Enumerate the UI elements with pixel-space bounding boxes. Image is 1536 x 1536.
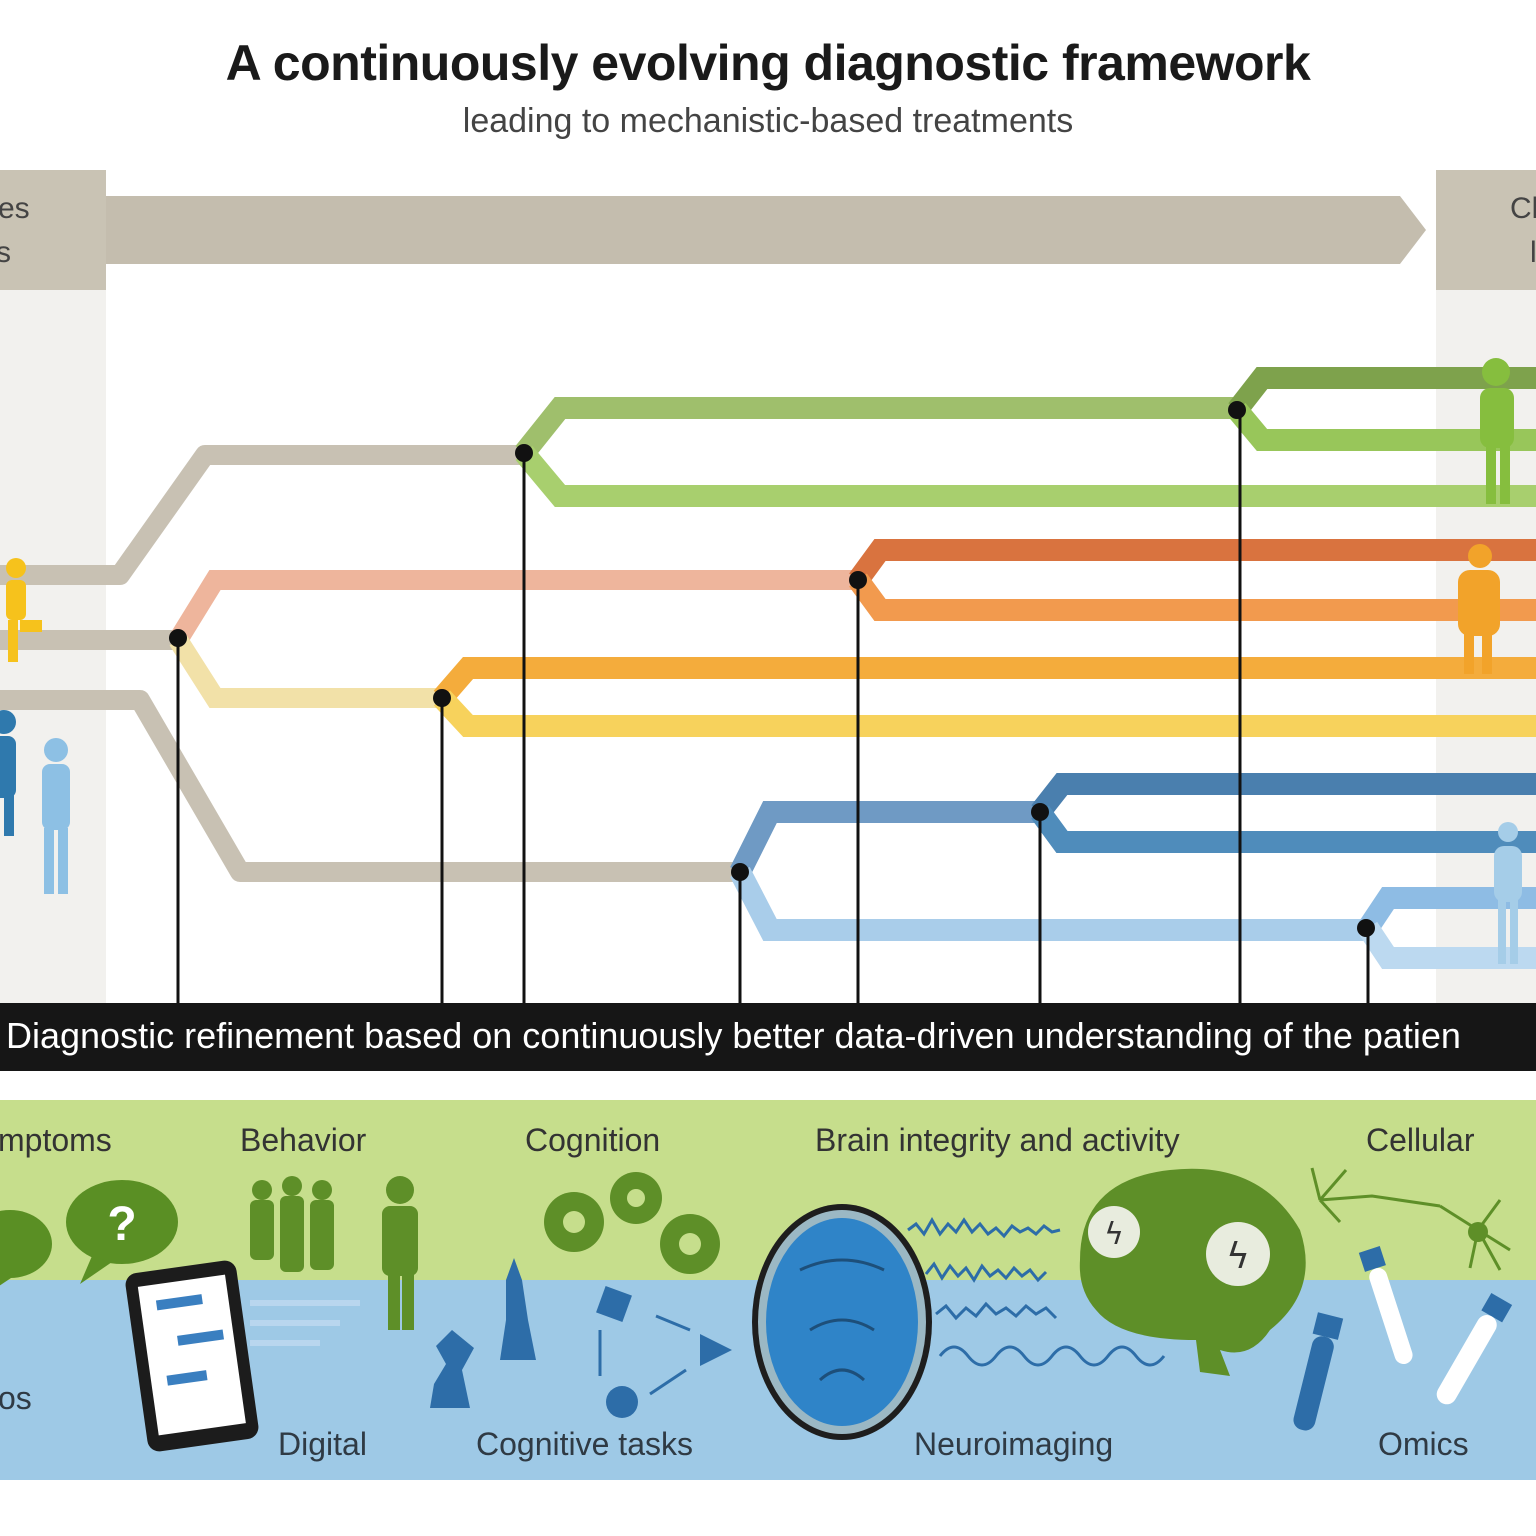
- node-stems: [176, 410, 1370, 1004]
- node-5: [849, 571, 867, 589]
- gear-icon: [544, 1172, 720, 1274]
- node-2: [433, 689, 451, 707]
- left-patient-figures: [0, 558, 70, 894]
- right-box-line2: l: [1530, 236, 1536, 269]
- cycle-shapes-icon: [596, 1286, 732, 1418]
- neuron-body-icon: [1468, 1222, 1488, 1242]
- yellow-branches: [433, 657, 1536, 737]
- green-branch-top: [1228, 367, 1536, 417]
- brain-activity-icon: ϟ ϟ: [1079, 1168, 1306, 1376]
- neuron-icon: [1310, 1167, 1511, 1271]
- blue-branch-top: [1031, 773, 1536, 819]
- node-4: [731, 863, 749, 881]
- node-1: [169, 629, 187, 647]
- salmon-branch: [169, 570, 858, 646]
- diagram-title: A continuously evolving diagnostic frame…: [225, 35, 1311, 91]
- blue-person-icon: [0, 710, 16, 836]
- right-patient-figures: [1458, 358, 1522, 964]
- diagram-subtitle: leading to mechanistic-based treatments: [462, 102, 1074, 140]
- green-branches: [515, 367, 1536, 507]
- green-branch-mid: [1228, 402, 1536, 451]
- svg-text:ϟ: ϟ: [1226, 1236, 1250, 1277]
- blue-branch-mid: [1031, 805, 1536, 853]
- method-left-cut: os: [0, 1380, 32, 1416]
- question-icon: ?: [107, 1198, 136, 1251]
- left-box-line1: es: [0, 192, 30, 225]
- brain-scan-icon: [752, 1204, 932, 1440]
- method-digital: Digital: [278, 1426, 367, 1462]
- gray-branches: [0, 445, 740, 882]
- svg-text:ϟ: ϟ: [1104, 1217, 1124, 1252]
- eeg-wave-icon: [907, 1216, 1166, 1367]
- left-box: [0, 170, 106, 290]
- pale-yellow-branch: [169, 634, 442, 708]
- test-tube-icon: [1293, 1246, 1513, 1431]
- lightblue-branch-upper: [1358, 887, 1536, 935]
- category-behavior: Behavior: [240, 1122, 367, 1158]
- branch-nodes: [169, 401, 1375, 937]
- green-branch-lower: [515, 445, 1536, 507]
- category-cellular: Cellular: [1366, 1122, 1475, 1158]
- refinement-banner: Diagnostic refinement based on continuou…: [0, 1003, 1536, 1071]
- orange-branches: [849, 539, 1536, 621]
- gray-branch-upper: [0, 445, 520, 585]
- orange-branch-lower: [849, 573, 1536, 621]
- orange-branch-upper: [849, 539, 1536, 587]
- node-7: [1228, 401, 1246, 419]
- blue-branches: [730, 773, 1536, 969]
- left-box-line2: s: [0, 236, 11, 269]
- method-omics: Omics: [1378, 1426, 1469, 1462]
- node-3: [515, 444, 533, 462]
- top-arrow: [106, 196, 1426, 264]
- amber-branch: [433, 657, 1536, 706]
- lightblue-person-icon: [42, 738, 70, 894]
- banner-text: Diagnostic refinement based on continuou…: [6, 1015, 1461, 1056]
- yellow-person-icon: [6, 558, 42, 662]
- speech-bubble-icon: ?: [0, 1180, 178, 1286]
- chess-icon: [430, 1258, 536, 1408]
- smartphone-icon: [125, 1260, 360, 1452]
- category-brain: Brain integrity and activity: [815, 1122, 1180, 1158]
- method-neuroimaging: Neuroimaging: [914, 1426, 1114, 1462]
- node-8: [1357, 919, 1375, 937]
- method-cognitive-tasks: Cognitive tasks: [476, 1426, 693, 1462]
- category-cognition: Cognition: [525, 1122, 661, 1158]
- orange-person-icon: [1458, 544, 1500, 674]
- green-branch-upper: [515, 397, 1237, 460]
- yellow-branch: [433, 690, 1536, 737]
- gray-branch-lower: [0, 690, 740, 882]
- lightblue-right-person-icon: [1494, 822, 1522, 964]
- node-6: [1031, 803, 1049, 821]
- blue-branch-upper: [730, 801, 1040, 877]
- lightblue-branch-lower: [1358, 921, 1536, 969]
- category-symptoms: mptoms: [0, 1122, 112, 1158]
- green-person-icon: [1480, 358, 1514, 504]
- right-box: [1436, 170, 1536, 290]
- people-silhouette-icon: [250, 1176, 418, 1330]
- lightblue-branch: [730, 866, 1368, 941]
- right-box-line1: Cli: [1510, 192, 1536, 225]
